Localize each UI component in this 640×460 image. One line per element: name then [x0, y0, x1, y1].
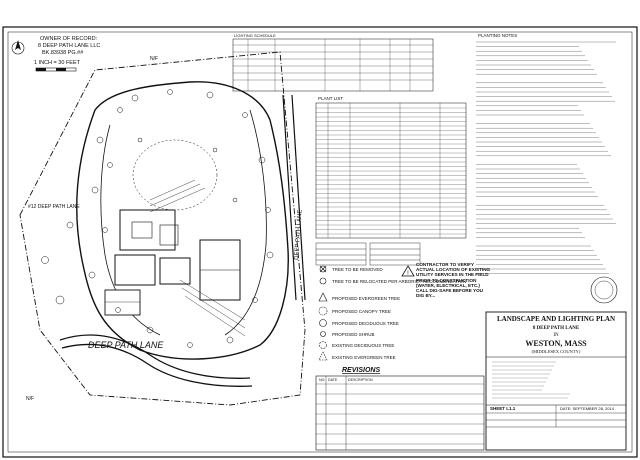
legend-label-1: TREE TO BE RELOCATED PER ARBORIST RECOMM… — [332, 279, 466, 284]
svg-text:!: ! — [407, 271, 409, 277]
sheet-date: DATE: SEPTEMBER 28, 2014 — [560, 406, 615, 411]
plan-town: WESTON, MASS — [525, 339, 587, 348]
lawn-area — [132, 139, 218, 211]
legend-item-evergreen: PROPOSED EVERGREEN TREE — [318, 292, 400, 302]
legend-item-canopy: PROPOSED CANOPY TREE — [318, 306, 391, 316]
road-label: DEEP PATH LANE — [88, 340, 164, 350]
driveway — [59, 334, 251, 379]
plan-address: 8 DEEP PATH LANE — [533, 326, 580, 331]
legend-label-7: EXISTING EVERGREEN TREE — [332, 355, 396, 360]
legend-item-remove: TREE TO BE REMOVED — [319, 265, 383, 273]
graphic-scale — [35, 67, 77, 72]
contractor-note-text: CONTRACTOR TO VERIFY ACTUAL LOCATION OF … — [416, 262, 491, 298]
rev-header-no: NO. — [319, 378, 325, 382]
lighting-schedule: LIGHTING SCHEDULE — [232, 33, 434, 92]
plan-in: IN — [553, 333, 559, 338]
revisions-table: REVISIONS NO. DATE DESCRIPTION — [315, 367, 485, 451]
legend-label-2: PROPOSED EVERGREEN TREE — [332, 296, 400, 301]
legend-label-4: PROPOSED DECIDUOUS TREE — [332, 321, 399, 326]
legend: TREE TO BE REMOVED TREE TO BE RELOCATED … — [318, 265, 466, 361]
sheet-inner-border — [7, 31, 633, 453]
plant-list-title: PLANT LIST — [318, 96, 343, 101]
abutter-southwest-label: N/F — [26, 396, 34, 402]
legend-item-existing-evergreen: EXISTING EVERGREEN TREE — [318, 351, 396, 361]
owner-line-1: OWNER OF RECORD: — [40, 36, 98, 42]
legend-label-5: PROPOSED SHRUB — [332, 332, 375, 337]
legend-item-deciduous: PROPOSED DECIDUOUS TREE — [319, 319, 399, 327]
owner-line-3: BK.83938 PG.## — [42, 50, 84, 56]
legend-label-3: PROPOSED CANOPY TREE — [332, 309, 391, 314]
legend-item-shrub: PROPOSED SHRUB — [320, 331, 375, 337]
lighting-schedule-title: LIGHTING SCHEDULE — [234, 33, 276, 38]
sheet-outer-border — [2, 26, 638, 458]
scale-text: 1 INCH = 30 FEET — [34, 60, 81, 66]
abutter-west-label: #12 DEEP PATH LANE — [28, 204, 80, 210]
legend-item-relocate: TREE TO BE RELOCATED PER ARBORIST RECOMM… — [319, 277, 466, 285]
legend-label-6: EXISTING DECIDUOUS TREE — [332, 343, 394, 348]
rev-header-date: DATE — [328, 378, 338, 382]
right-road-label: DEEP PATH LANE — [294, 209, 303, 260]
contractor-note: ! CONTRACTOR TO VERIFY ACTUAL LOCATION O… — [401, 262, 491, 298]
legend-item-existing-deciduous: EXISTING DECIDUOUS TREE — [319, 341, 394, 349]
tree-symbols — [41, 89, 274, 348]
sub-tables — [315, 242, 421, 266]
tree-line — [75, 81, 289, 360]
rev-header-desc: DESCRIPTION — [348, 378, 373, 382]
revisions-title: REVISIONS — [342, 367, 380, 374]
abutter-north-label: N/F — [150, 56, 158, 62]
plant-list: PLANT LIST — [315, 96, 467, 239]
plan-county: (MIDDLESEX COUNTY) — [532, 349, 581, 354]
owner-line-2: 8 DEEP PATH LANE LLC — [38, 43, 100, 49]
owner-note: OWNER OF RECORD: 8 DEEP PATH LANE LLC BK… — [38, 36, 100, 56]
sheet-number: SHEET L1.1 — [490, 406, 516, 411]
professional-stamp — [590, 276, 618, 304]
planting-notes: PLANTING NOTES — [476, 33, 616, 274]
title-block: LANDSCAPE AND LIGHTING PLAN 8 DEEP PATH … — [485, 276, 627, 451]
property-line — [19, 51, 306, 406]
legend-label-0: TREE TO BE REMOVED — [332, 267, 383, 272]
site-plan — [19, 51, 306, 406]
north-arrow — [11, 40, 25, 55]
house-footprint — [104, 209, 241, 316]
hatch-area — [149, 179, 246, 337]
planting-notes-title: PLANTING NOTES — [478, 33, 517, 38]
right-road — [282, 94, 297, 301]
plan-title: LANDSCAPE AND LIGHTING PLAN — [497, 315, 615, 323]
